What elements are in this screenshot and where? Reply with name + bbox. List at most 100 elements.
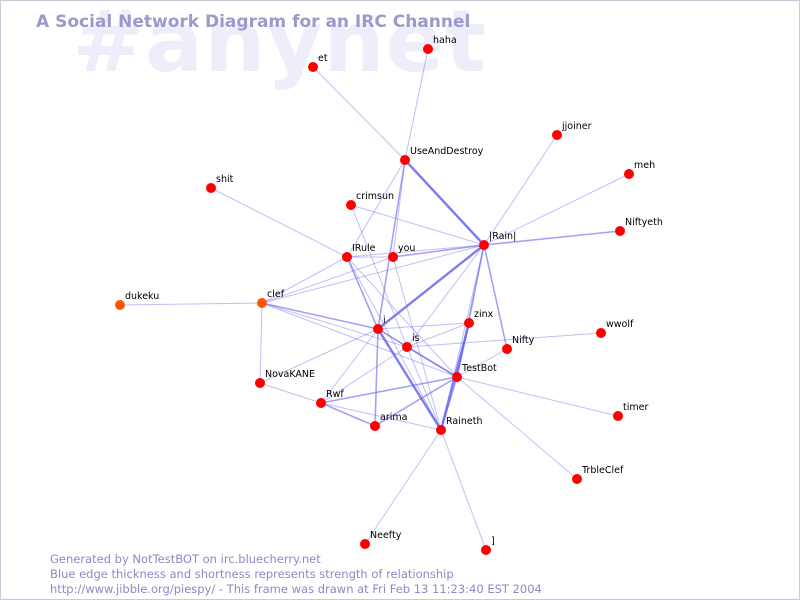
node-dot — [402, 342, 412, 352]
node-label: TrbleClef — [581, 465, 624, 476]
node-zinx: zinx — [464, 309, 494, 328]
node-dot — [308, 62, 318, 72]
node-Niftyeth: Niftyeth — [615, 217, 663, 236]
node-label: IRule — [352, 243, 376, 254]
edge-Rain-is — [406, 244, 485, 348]
node-label: ] — [491, 536, 495, 547]
edge-Raineth-J — [440, 429, 487, 551]
edge-i-Raineth — [376, 328, 443, 431]
edge-clef-TestBot — [261, 302, 458, 378]
node-Rain: |Rain| — [479, 231, 516, 250]
node-jjoiner: jjoiner — [552, 121, 592, 140]
node-label: zinx — [474, 309, 494, 320]
edge-Rain-i — [377, 244, 485, 330]
edge-you-Raineth — [392, 256, 442, 431]
node-label: jjoiner — [561, 121, 592, 132]
edge-IRule-i — [346, 256, 379, 330]
edge-wwolf-is — [406, 332, 602, 348]
node-dot — [596, 328, 606, 338]
edge-Rain-IRule — [346, 244, 485, 258]
node-dot — [479, 240, 489, 250]
node-J: ] — [481, 536, 495, 555]
node-clef: clef — [257, 289, 285, 308]
node-label: you — [398, 243, 415, 254]
edge-shit-IRule — [210, 187, 348, 258]
diagram-title: A Social Network Diagram for an IRC Chan… — [36, 12, 471, 32]
node-label: UseAndDestroy — [410, 146, 484, 157]
channel-watermark: #anynet — [72, 0, 488, 92]
node-label: clef — [267, 289, 285, 300]
node-label: NovaKANE — [265, 369, 315, 380]
node-et: et — [308, 53, 328, 72]
node-dot — [360, 539, 370, 549]
node-dot — [346, 200, 356, 210]
edge-clef-NovaKANE — [259, 302, 263, 384]
node-dot — [464, 318, 474, 328]
edge-clef-i — [261, 302, 379, 330]
edge-jjoiner-Rain — [483, 134, 558, 246]
node-TrbleClef: TrbleClef — [572, 465, 624, 484]
edge-Rain-Nifty — [483, 244, 508, 350]
node-label: wwolf — [606, 319, 634, 330]
edge-i-zinx — [377, 322, 470, 330]
node-dot — [502, 344, 512, 354]
edge-NovaKANE-Rwf — [259, 382, 322, 404]
edge-is-TestBot — [406, 346, 458, 378]
node-Neefty: Neefty — [360, 530, 402, 549]
edge-Rain-you — [392, 244, 485, 258]
edge-Rain-clef — [261, 244, 485, 304]
edge-TestBot-timer — [456, 376, 619, 417]
node-label: Neefty — [370, 530, 402, 541]
node-dot — [206, 183, 216, 193]
footer-generated-by: Generated by NotTestBOT on irc.bluecherr… — [50, 552, 321, 566]
edge-UseAndDestroy-Rain — [404, 159, 485, 246]
node-IRule: IRule — [342, 243, 376, 262]
node-dot — [452, 372, 462, 382]
node-crimsun: crimsun — [346, 191, 394, 210]
node-label: Niftyeth — [625, 217, 663, 228]
node-label: TestBot — [461, 363, 497, 374]
node-TestBot: TestBot — [452, 363, 497, 382]
node-meh: meh — [624, 160, 655, 179]
edge-crimsun-is — [350, 204, 408, 348]
node-label: Nifty — [512, 335, 535, 346]
edge-et-UseAndDestroy — [312, 66, 406, 161]
node-timer: timer — [613, 402, 648, 421]
edge-IRule-Raineth — [346, 256, 442, 431]
node-NovaKANE: NovaKANE — [255, 369, 315, 388]
node-dot — [423, 44, 433, 54]
edge-UseAndDestroy-IRule — [346, 159, 406, 258]
node-dot — [400, 155, 410, 165]
node-dot — [613, 411, 623, 421]
node-label: is — [412, 333, 420, 344]
node-dot — [481, 545, 491, 555]
edge-Rain-zinx — [468, 244, 485, 324]
node-haha: haha — [423, 35, 457, 54]
footer-timestamp: http://www.jibble.org/piespy/ - This fra… — [50, 582, 542, 596]
edge-you-clef — [261, 256, 394, 304]
node-label: dukeku — [125, 291, 159, 302]
node-dot — [115, 300, 125, 310]
node-label: haha — [433, 35, 457, 46]
node-shit: shit — [206, 174, 234, 193]
node-label: shit — [216, 174, 234, 185]
edge-TestBot-Rwf — [320, 376, 458, 404]
footer: Generated by NotTestBOT on irc.bluecherr… — [50, 552, 542, 597]
edge-is-Raineth — [406, 346, 442, 431]
node-label: arima — [380, 412, 407, 423]
edge-clef-is — [261, 302, 408, 348]
node-label: |Rain| — [489, 231, 516, 242]
node-dot — [615, 226, 625, 236]
node-label: et — [318, 53, 328, 64]
edge-Rwf-Raineth — [320, 402, 442, 431]
edge-meh-Rain — [483, 173, 630, 246]
node-dot — [342, 252, 352, 262]
node-dot — [257, 298, 267, 308]
node-label: Raineth — [446, 416, 482, 427]
edge-dukeku-clef — [119, 302, 263, 306]
node-dot — [255, 378, 265, 388]
node-dot — [373, 324, 383, 334]
node-wwolf: wwolf — [596, 319, 634, 338]
